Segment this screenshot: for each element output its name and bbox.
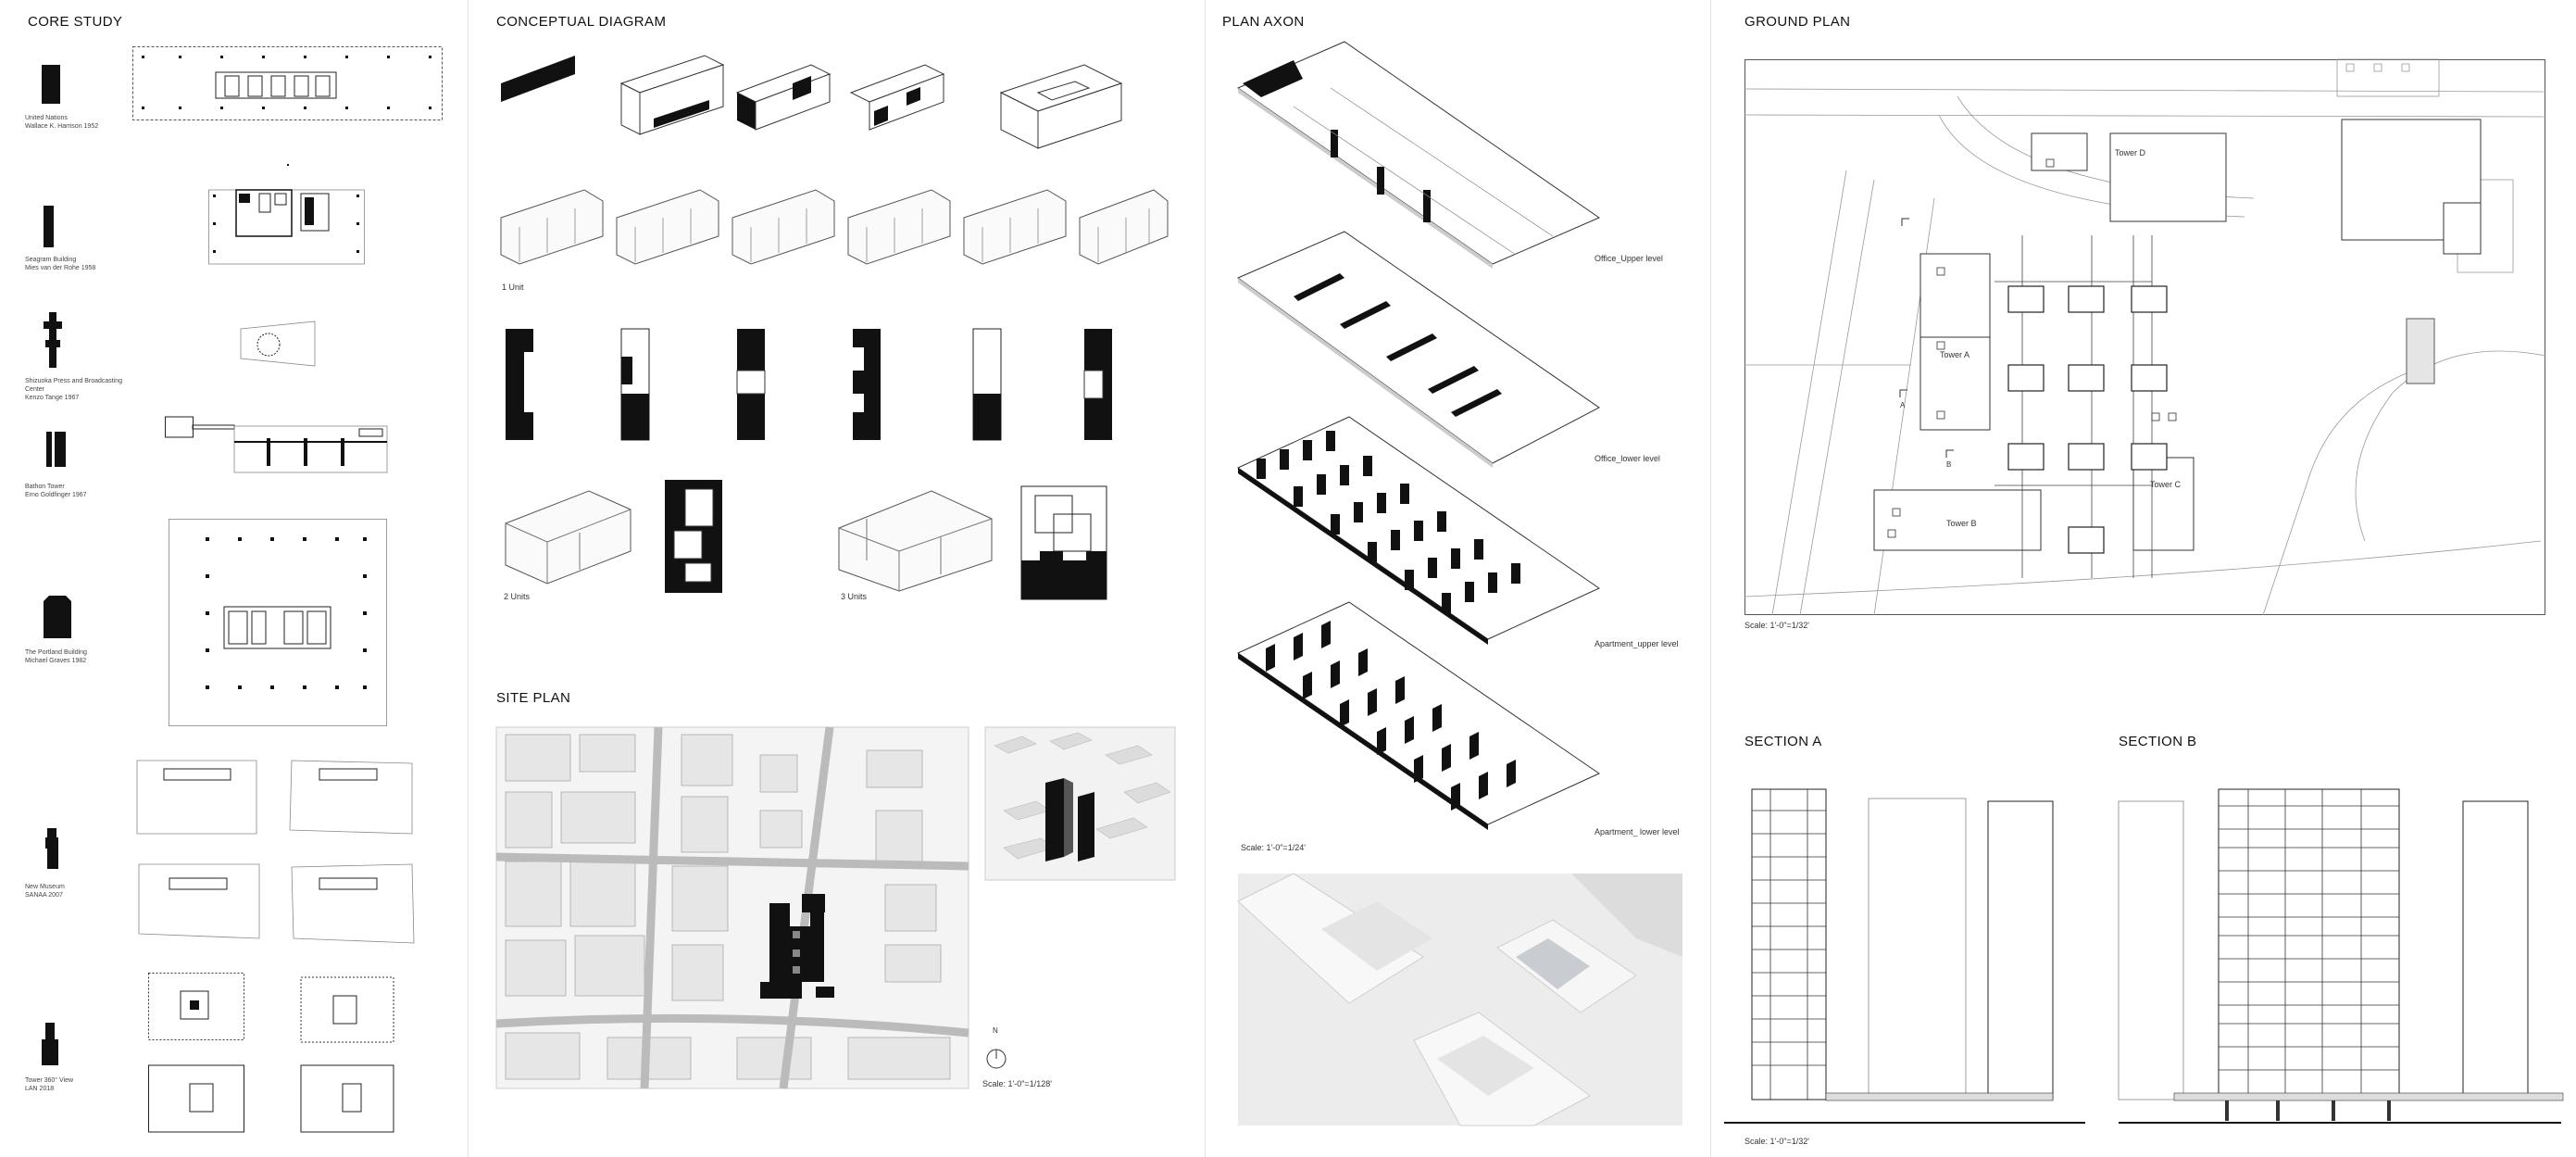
axon-label-4: Apartment_ lower level	[1594, 827, 1680, 836]
balfron-core-plan	[165, 416, 388, 473]
three-unit-plan	[1020, 485, 1107, 600]
marker-a-label: A	[1900, 401, 1906, 409]
two-unit-axon	[505, 490, 631, 585]
shizuoka-core-icon	[44, 312, 62, 368]
core-caption-1: United Nations Wallace K. Harrison 1952	[25, 115, 99, 130]
axon-apartment-lower	[1236, 601, 1601, 830]
axon-office-upper	[1236, 41, 1601, 269]
core-caption-2: Seagram Building Mies van der Rohe 1958	[25, 257, 96, 271]
section-a-title: SECTION A	[1744, 734, 1822, 749]
ground-plan-title: GROUND PLAN	[1744, 14, 1851, 30]
ground-plan-scale: Scale: 1'-0"=1/32'	[1744, 621, 1809, 630]
unit-axon-row	[500, 189, 1169, 265]
shizuoka-core-plan	[240, 321, 316, 367]
tower-b-label: Tower B	[1946, 519, 1977, 528]
tower360-core-plans	[148, 973, 394, 1133]
site-plan-scale: Scale: 1'-0"=1/128'	[982, 1079, 1052, 1088]
core-study-title: CORE STUDY	[28, 14, 123, 30]
tower-a-label: Tower A	[1940, 350, 1970, 359]
balfron-core-icon	[46, 432, 66, 467]
conceptual-title: CONCEPTUAL DIAGRAM	[496, 14, 667, 30]
axon-office-lower	[1236, 231, 1600, 468]
two-unit-plan	[665, 480, 722, 593]
unit3-label: 3 Units	[841, 592, 868, 601]
axon-apartment-upper	[1236, 416, 1601, 645]
ground-plan-panel: GROUND PLAN	[1711, 0, 2576, 1157]
core-caption-6: New Museum SANAA 2007	[25, 884, 65, 899]
three-unit-axon	[838, 490, 993, 592]
north-label: N	[993, 1026, 998, 1035]
un-core-plan	[132, 46, 443, 120]
tower-d-label: Tower D	[2115, 148, 2146, 157]
site-plan-map	[495, 726, 969, 1089]
divider-3	[1710, 0, 1711, 1157]
portland-core-plan	[169, 519, 387, 726]
unit2-label: 2 Units	[504, 592, 531, 601]
core-caption-7: Tower 360° View LAN 2018	[25, 1077, 74, 1092]
unit-plan-row	[506, 328, 1112, 441]
conceptual-panel: CONCEPTUAL DIAGRAM	[469, 0, 1205, 1157]
north-arrow	[986, 1049, 1007, 1069]
axon-label-3: Apartment_upper level	[1594, 639, 1679, 648]
seagram-core-plan	[208, 164, 365, 265]
section-b-drawing	[2118, 788, 2564, 1124]
un-core-icon	[42, 65, 60, 104]
site-plan-title: SITE PLAN	[496, 690, 571, 706]
new-museum-core-plans	[136, 760, 415, 944]
tower360-core-icon	[42, 1023, 58, 1065]
core-caption-3: Shizuoka Press and Broadcasting Center K…	[25, 378, 123, 401]
core-study-panel: CORE STUDY United Nations Wallace K. Har…	[0, 0, 468, 1157]
core-caption-4: Bathon Tower Erno Goldfinger 1967	[25, 484, 87, 498]
ground-plan-drawing	[1744, 58, 2546, 616]
section-scale: Scale: 1'-0"=1/32'	[1744, 1137, 1809, 1146]
marker-b-label: B	[1946, 460, 1952, 469]
seagram-core-icon	[44, 206, 54, 247]
unit1-label: 1 Unit	[502, 283, 524, 292]
divider-2	[1205, 0, 1206, 1157]
site-context-render	[984, 726, 1176, 881]
massing-row-1	[501, 55, 1123, 149]
section-b-title: SECTION B	[2119, 734, 2197, 749]
plan-axon-panel: PLAN AXON Office_Upper level Office_lowe…	[1206, 0, 1710, 1157]
axon-scale: Scale: 1'-0"=1/24'	[1241, 843, 1306, 852]
divider-1	[468, 0, 469, 1157]
core-caption-5: The Portland Building Michael Graves 198…	[25, 649, 87, 664]
axon-label-1: Office_Upper level	[1594, 254, 1663, 263]
plan-axon-title: PLAN AXON	[1222, 14, 1305, 30]
tower-c-label: Tower C	[2150, 480, 2182, 489]
new-museum-core-icon	[45, 828, 58, 869]
section-a-drawing	[1724, 788, 2085, 1124]
axon-label-2: Office_lower level	[1594, 454, 1660, 463]
portland-core-icon	[44, 596, 71, 638]
axon-render	[1237, 873, 1682, 1126]
